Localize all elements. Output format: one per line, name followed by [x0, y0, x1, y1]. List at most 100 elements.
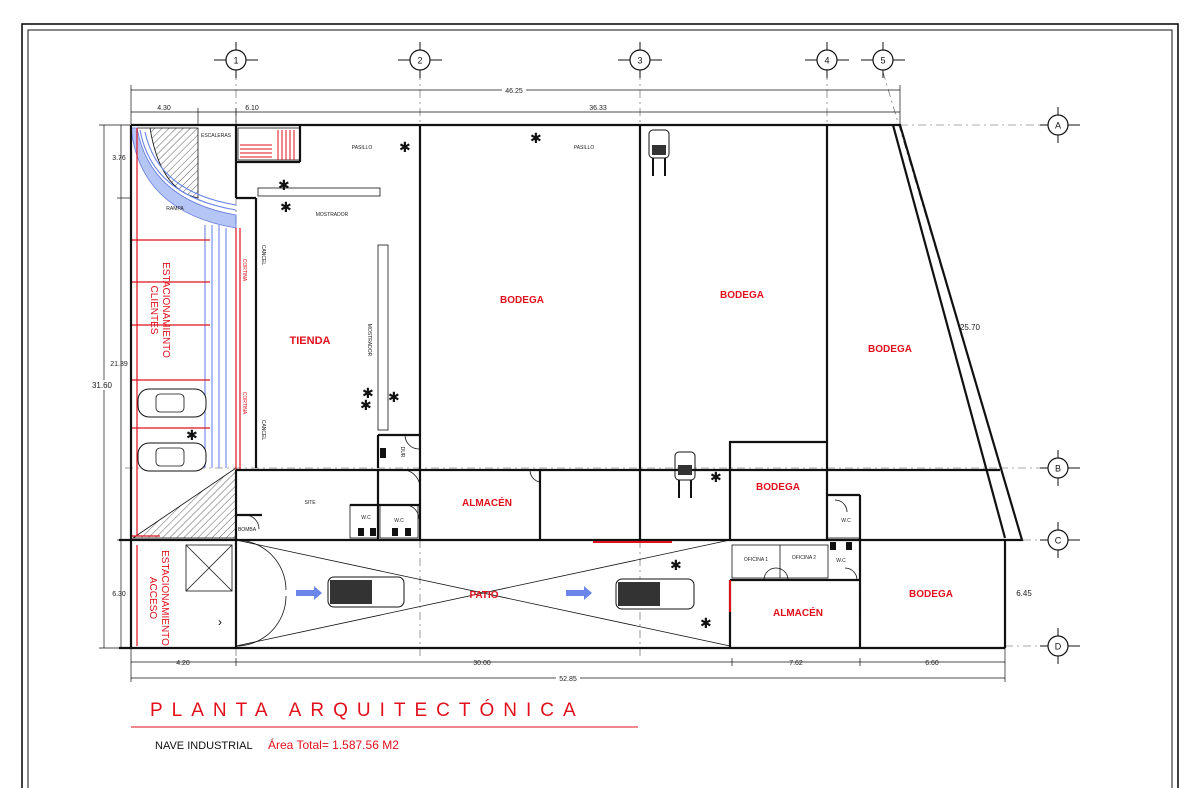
dimension-labels: 46.25 4.30 6.10 36.33 31.60 3.76 21.39 6… — [90, 86, 1032, 683]
counters — [257, 187, 389, 431]
drawing-title: PLANTA ARQUITECTÓNICA — [150, 699, 585, 721]
axis-label-5: 5 — [880, 56, 885, 66]
room-est-acceso-line2: ACCESO — [147, 577, 158, 619]
grid-axis-bubbles-top: 1 2 3 4 5 — [214, 42, 905, 78]
label-pasillo-2: PASILLO — [574, 145, 595, 151]
axis-bubble-B: B — [1040, 450, 1080, 486]
dim-diagonal: 25.70 — [960, 323, 981, 332]
label-pasillo-1: PASILLO — [352, 145, 373, 151]
dim-left-c: 6.30 — [112, 591, 126, 598]
dim-top-total: 46.25 — [505, 88, 523, 95]
car-icon — [137, 442, 207, 472]
cars — [137, 388, 695, 610]
axis-label-4: 4 — [824, 56, 829, 66]
label-cortina-1: CORTINA — [241, 259, 247, 282]
person-icon: ✱ — [670, 558, 682, 574]
axis-bubble-C: C — [1040, 522, 1080, 558]
flow-arrows — [296, 586, 592, 600]
person-icon: ✱ — [362, 386, 374, 402]
area-total: Área Total= 1.587.56 M2 — [268, 737, 399, 752]
person-icon: ✱ — [388, 390, 400, 406]
label-cancel-2: CANCEL — [260, 420, 266, 441]
room-tienda: TIENDA — [290, 335, 331, 347]
person-icon: ✱ — [399, 140, 411, 156]
person-icon: ✱ — [186, 428, 198, 444]
axis-label-1: 1 — [233, 56, 238, 66]
person-icon: ✱ — [530, 131, 542, 147]
toilet-icon — [405, 528, 411, 536]
truck-icon — [327, 576, 405, 608]
label-wc-1: W.C — [361, 515, 371, 521]
dim-bottom-d: 6.60 — [925, 660, 939, 667]
truck-icon — [615, 578, 695, 610]
axis-label-D: D — [1055, 642, 1062, 652]
forklifts — [648, 129, 696, 498]
label-oficina-1: OFICINA 1 — [744, 557, 768, 563]
dim-bottom-a: 4.20 — [176, 660, 190, 667]
room-est-clientes-line2: CLIENTES — [148, 286, 159, 335]
stairs — [237, 127, 301, 161]
red-accents — [593, 541, 731, 612]
sheet-frame — [21, 23, 1179, 788]
ramp — [130, 127, 237, 229]
label-wc-2: W.C — [394, 518, 404, 524]
axis-bubble-5: 5 — [861, 42, 905, 78]
person-icons: ✱ ✱ ✱ ✱ ✱ ✱ ✱ ✱ ✱ ✱ ✱ — [186, 131, 722, 632]
axis-label-3: 3 — [637, 56, 642, 66]
toilet-icon — [370, 528, 376, 536]
entry-chevron-icon: › — [218, 615, 222, 629]
label-mostrador-2: MOSTRADOR — [366, 324, 372, 357]
person-icon: ✱ — [278, 178, 290, 194]
toilet-icon — [380, 448, 386, 458]
room-bodega-2: BODEGA — [720, 290, 764, 301]
room-est-clientes-line1: ESTACIONAMIENTO — [160, 262, 171, 358]
toilet-icon — [830, 542, 836, 550]
dim-bottom-b: 30.00 — [473, 660, 491, 667]
room-bodega-5: BODEGA — [909, 589, 953, 600]
axis-bubble-1: 1 — [214, 42, 258, 78]
axis-label-C: C — [1055, 536, 1062, 546]
dim-left-a: 3.76 — [112, 155, 126, 162]
dim-right-small: 6.45 — [1016, 589, 1032, 598]
label-wc-3: W.C — [841, 518, 851, 524]
label-wc-4: W.C — [836, 558, 846, 564]
label-cortina-2: CORTINA — [241, 392, 247, 415]
patio-cross — [185, 539, 731, 647]
axis-bubble-A: A — [1040, 107, 1080, 143]
axis-bubble-3: 3 — [618, 42, 662, 78]
small-labels: ESCALERAS PASILLO PASILLO RAMPA MOSTRADO… — [166, 133, 851, 564]
room-bodega-3: BODEGA — [868, 344, 912, 355]
title-block: PLANTA ARQUITECTÓNICA NAVE INDUSTRIAL Ár… — [131, 699, 638, 752]
parking-blue-lines — [204, 225, 227, 468]
grid-axis-bubbles-right: A B C D — [1040, 107, 1080, 664]
axis-label-2: 2 — [417, 56, 422, 66]
dim-bottom-c: 7.62 — [789, 660, 803, 667]
room-almacen-1: ALMACÉN — [462, 496, 512, 509]
label-cancel-1: CANCEL — [260, 245, 266, 266]
label-escaleras: ESCALERAS — [201, 133, 232, 139]
toilet-icon — [846, 542, 852, 550]
dim-left-total: 31.60 — [92, 381, 113, 390]
axis-bubble-D: D — [1040, 628, 1080, 664]
dim-top-b: 6.10 — [245, 105, 259, 112]
label-oficina-2: OFICINA 2 — [792, 555, 816, 561]
toilet-fixtures — [358, 448, 852, 550]
drawing-subtitle: NAVE INDUSTRIAL — [155, 740, 253, 752]
label-mostrador-1: MOSTRADOR — [316, 212, 349, 218]
toilet-icon — [392, 528, 398, 536]
person-icon: ✱ — [710, 470, 722, 486]
label-bomba: BOMBA — [238, 527, 257, 533]
label-dur: DUR — [399, 447, 405, 458]
axis-bubble-4: 4 — [805, 42, 849, 78]
doors — [244, 434, 861, 612]
person-icon: ✱ — [280, 200, 292, 216]
toilet-icon — [358, 528, 364, 536]
room-patio: PATIO — [469, 590, 498, 601]
dim-top-c: 36.33 — [589, 105, 607, 112]
hatched-areas — [131, 127, 237, 539]
axis-label-B: B — [1055, 464, 1061, 474]
room-bodega-1: BODEGA — [500, 295, 544, 306]
label-site: SITE — [304, 500, 316, 506]
dim-bottom-total: 52.85 — [559, 676, 577, 683]
